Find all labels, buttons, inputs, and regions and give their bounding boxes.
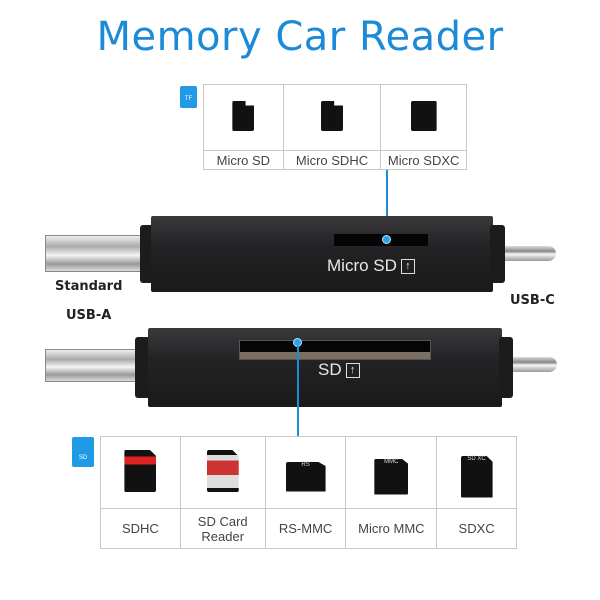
pointer-line <box>386 170 388 238</box>
end-cap <box>140 225 154 283</box>
sd-slot-label: SD↑ <box>318 360 360 380</box>
tf-card-icon: TF <box>180 86 197 108</box>
micro-sd-slot-label: Micro SD↑ <box>327 256 415 276</box>
end-cap <box>499 337 513 398</box>
card-label: Micro SDHC <box>282 150 382 170</box>
end-cap <box>135 337 150 398</box>
pointer-line <box>297 346 299 436</box>
reader-body <box>151 216 493 292</box>
micro-sd-image <box>203 84 284 151</box>
sd-card-icon: SD <box>72 437 94 467</box>
card-label: Micro SDXC <box>380 150 467 170</box>
sd-card-reader-image <box>179 436 266 509</box>
card-label: SDHC <box>100 508 181 549</box>
card-label: Micro MMC <box>345 508 438 549</box>
micro-sd-slot <box>334 234 428 246</box>
sdhc-image <box>100 436 181 509</box>
sdxc-image: SD XC <box>436 436 517 509</box>
usb-a-label: USB-A <box>66 308 112 323</box>
sd-slot <box>239 340 431 360</box>
usb-a-plug <box>45 235 141 272</box>
usb-c-plug <box>513 357 557 372</box>
end-cap <box>490 225 505 283</box>
card-label: SD Card Reader <box>179 508 266 549</box>
card-label: SDXC <box>436 508 517 549</box>
rs-mmc-image: RS <box>264 436 347 509</box>
usb-a-plug <box>45 349 137 382</box>
usb-a-label: Standard <box>55 279 123 294</box>
pointer-dot <box>382 235 391 244</box>
arrow-up-icon: ↑ <box>400 259 415 274</box>
arrow-up-icon: ↑ <box>345 363 360 378</box>
card-label: Micro SD <box>203 150 284 170</box>
usb-c-label: USB-C <box>510 293 555 308</box>
usb-c-plug <box>505 246 556 261</box>
micro-sdhc-image <box>282 84 382 151</box>
card-label: RS-MMC <box>264 508 347 549</box>
micro-card-table: Micro SD Micro SDHC Micro SDXC <box>203 84 467 170</box>
page-title: Memory Car Reader <box>96 14 504 60</box>
micro-mmc-image: MMC <box>345 436 438 509</box>
sd-card-table: RS MMC SD XC SDHC SD Card Reader RS-MMC … <box>100 436 517 549</box>
micro-sdxc-image <box>380 84 467 151</box>
